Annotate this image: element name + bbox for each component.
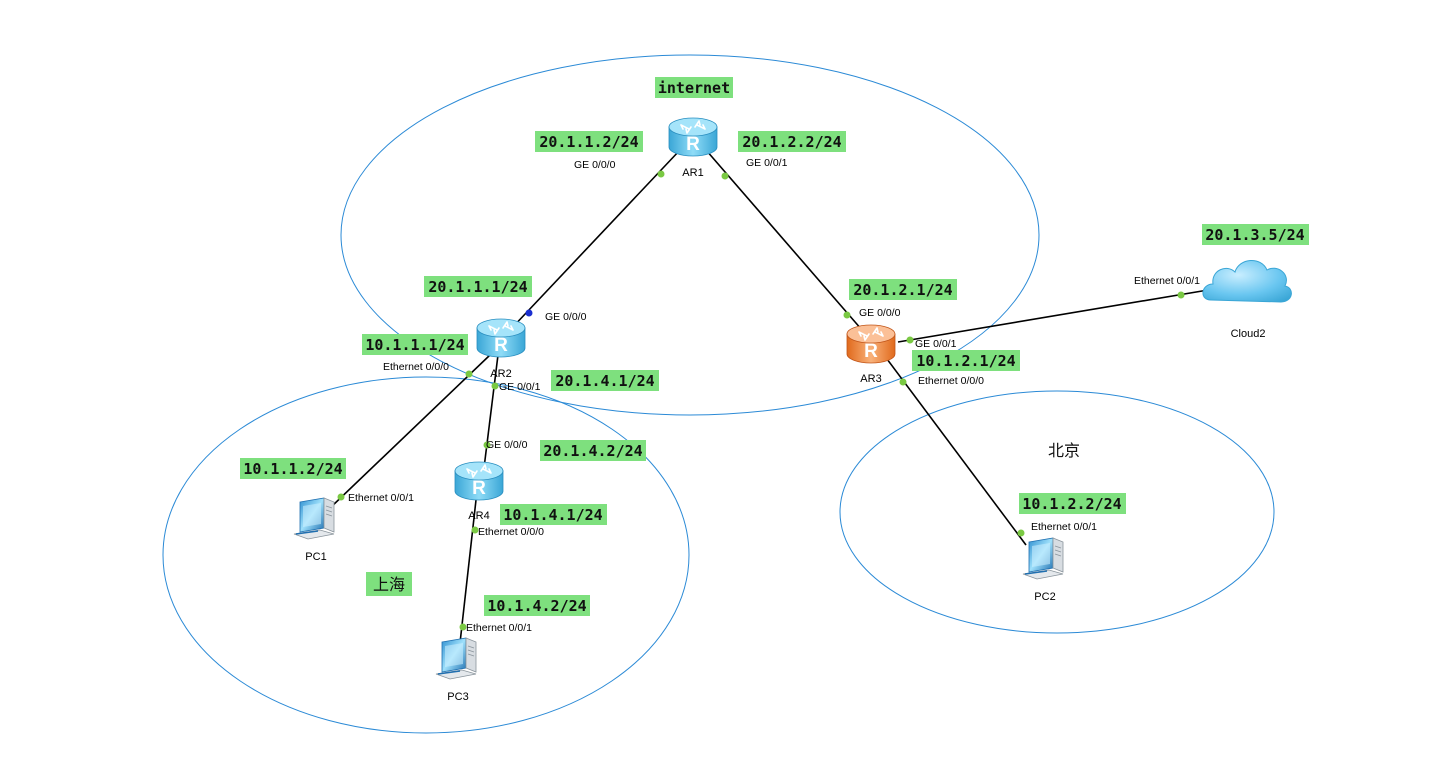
- port-dot-pc3-e1[interactable]: [459, 623, 467, 631]
- router-icon: [454, 461, 504, 501]
- port-dot-pc1-e1[interactable]: [337, 493, 345, 501]
- pc-icon: [435, 637, 477, 680]
- router-icon: [846, 324, 896, 364]
- device-pc3[interactable]: PC3: [435, 637, 477, 703]
- ip-label-ar3-e0: 10.1.2.1/24: [916, 352, 1015, 370]
- if-label-ar1-g1: GE 0/0/1: [746, 157, 788, 169]
- port-dot-ar3-e0[interactable]: [899, 378, 907, 386]
- if-label-ar3-g0: GE 0/0/0: [859, 307, 901, 319]
- device-pc2[interactable]: PC2: [1022, 537, 1064, 603]
- ip-label-cloud2: 20.1.3.5/24: [1205, 226, 1304, 244]
- link-ar4-pc3[interactable]: [459, 499, 477, 644]
- port-dot-pc2-e1[interactable]: [1017, 529, 1025, 537]
- zone-beijing-ellipse: [839, 390, 1275, 634]
- interface-labels: GE 0/0/0 GE 0/0/1 GE 0/0/0 Ethernet 0/0/…: [348, 157, 1200, 634]
- device-label-pc1: PC1: [305, 551, 326, 563]
- zone-label-bg-internet: [655, 77, 733, 98]
- ip-label-pc2: 10.1.2.2/24: [1022, 495, 1121, 513]
- port-dot-ar2-g1[interactable]: [491, 382, 499, 390]
- device-label-ar2: AR2: [490, 368, 511, 380]
- device-label-ar1: AR1: [682, 167, 703, 179]
- zone-label-shanghai: 上海: [373, 575, 405, 594]
- port-dot-ar3-g1[interactable]: [906, 336, 914, 344]
- zone-label-internet: internet: [658, 79, 730, 97]
- device-label-cloud2: Cloud2: [1231, 328, 1266, 340]
- device-ar4[interactable]: AR4: [454, 461, 504, 522]
- device-ar2[interactable]: AR2: [476, 318, 526, 380]
- if-label-pc3-e1: Ethernet 0/0/1: [466, 622, 532, 634]
- ip-label-ar4-e0: 10.1.4.1/24: [503, 506, 602, 524]
- if-label-pc1-e1: Ethernet 0/0/1: [348, 492, 414, 504]
- device-label-pc2: PC2: [1034, 591, 1055, 603]
- zone-label-beijing: 北京: [1048, 441, 1080, 460]
- link-ar3-pc2[interactable]: [883, 354, 1027, 546]
- pc-icon: [293, 497, 335, 540]
- link-ar2-ar4[interactable]: [483, 354, 499, 469]
- zone-internet-ellipse: [340, 54, 1040, 416]
- router-icon: [476, 318, 526, 358]
- link-ar2-pc1[interactable]: [329, 354, 491, 509]
- device-label-ar4: AR4: [468, 510, 489, 522]
- link-ar1-ar3[interactable]: [705, 149, 863, 331]
- if-label-ar2-g0: GE 0/0/0: [545, 311, 587, 323]
- if-label-ar4-e0: Ethernet 0/0/0: [478, 526, 544, 538]
- if-label-ar3-e0: Ethernet 0/0/0: [918, 375, 984, 387]
- device-label-ar3: AR3: [860, 373, 881, 385]
- pc-icon: [1022, 537, 1064, 580]
- if-label-pc2-e1: Ethernet 0/0/1: [1031, 521, 1097, 533]
- ip-label-ar2-g1: 20.1.4.1/24: [555, 372, 654, 390]
- link-ar3-cloud2[interactable]: [897, 287, 1221, 343]
- cloud-icon: [1202, 260, 1292, 303]
- ip-label-ar1-g1: 20.1.2.2/24: [742, 133, 841, 151]
- port-dot-ar1-g1[interactable]: [721, 172, 729, 180]
- device-cloud2[interactable]: Cloud2: [1202, 260, 1292, 340]
- port-dot-ar3-g0[interactable]: [843, 311, 851, 319]
- ip-label-pc3: 10.1.4.2/24: [487, 597, 586, 615]
- device-ar1[interactable]: AR1: [668, 117, 718, 179]
- port-dot-ar2-g0[interactable]: [525, 309, 533, 317]
- ip-label-ar1-g0: 20.1.1.2/24: [539, 133, 638, 151]
- device-pc1[interactable]: PC1: [293, 497, 335, 563]
- if-label-ar2-e0: Ethernet 0/0/0: [383, 361, 449, 373]
- if-label-ar4-g0: GE 0/0/0: [486, 439, 528, 451]
- device-label-pc3: PC3: [447, 691, 468, 703]
- router-icon: [668, 117, 718, 157]
- link-ar1-ar2[interactable]: [509, 149, 681, 331]
- zone-shanghai-ellipse: [162, 376, 690, 734]
- ip-label-ar3-g0: 20.1.2.1/24: [853, 281, 952, 299]
- if-label-ar1-g0: GE 0/0/0: [574, 159, 616, 171]
- device-ar3[interactable]: AR3: [846, 324, 896, 385]
- zone-label-bg-shanghai: [366, 572, 412, 596]
- port-dot-ar4-e0[interactable]: [471, 526, 479, 534]
- ip-label-ar2-g0: 20.1.1.1/24: [428, 278, 527, 296]
- if-label-cloud2-e1: Ethernet 0/0/1: [1134, 275, 1200, 287]
- ip-label-pc1: 10.1.1.2/24: [243, 460, 342, 478]
- port-dot-ar1-g0[interactable]: [657, 170, 665, 178]
- ip-labels: 20.1.1.2/24 20.1.2.2/24 20.1.1.1/24 10.1…: [240, 131, 1309, 616]
- port-dot-ar4-g0[interactable]: [483, 441, 491, 449]
- port-dot-ar2-e0[interactable]: [465, 370, 473, 378]
- ip-label-ar4-g0: 20.1.4.2/24: [543, 442, 642, 460]
- if-label-ar2-g1: GE 0/0/1: [499, 381, 541, 393]
- if-label-ar3-g1: GE 0/0/1: [915, 338, 957, 350]
- port-dot-cloud2-e1[interactable]: [1177, 291, 1185, 299]
- ip-label-ar2-e0: 10.1.1.1/24: [365, 336, 464, 354]
